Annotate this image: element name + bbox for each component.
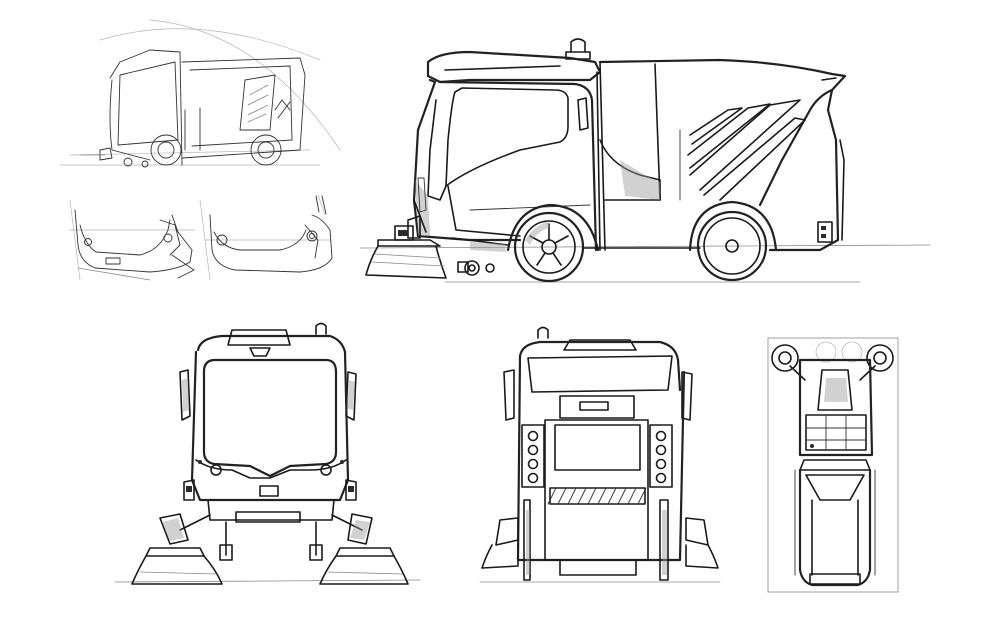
perspective-sketch — [59, 19, 341, 168]
front-view — [114, 322, 421, 585]
rear-view — [479, 326, 721, 583]
bumper-study-front — [69, 199, 196, 281]
bumper-study-three-quarter — [199, 194, 333, 281]
top-view — [767, 337, 899, 593]
side-view — [359, 38, 931, 283]
